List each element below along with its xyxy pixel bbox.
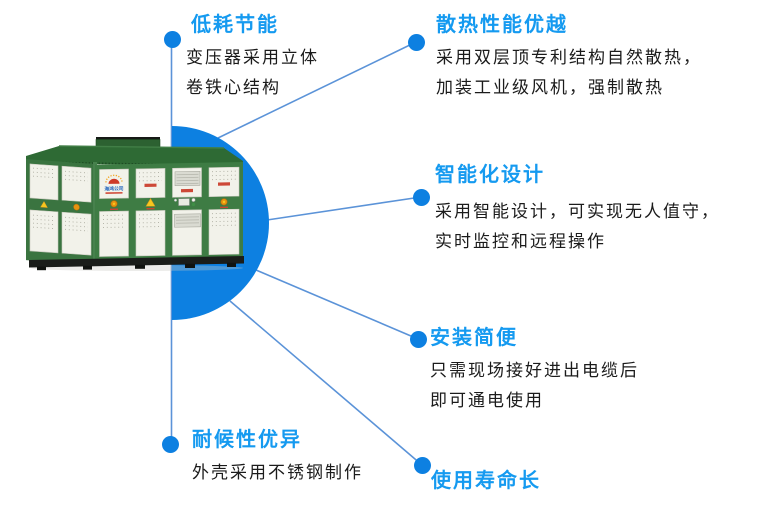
feature-title: 安装简便 <box>430 325 518 349</box>
feature-block-long-life: 使用寿命长 <box>431 468 541 500</box>
brand-logo-text: 海鸿公司 <box>104 185 123 192</box>
feature-line: 采用智能设计，可实现无人值守， <box>435 202 720 222</box>
feature-line: 外壳采用不锈钢制作 <box>192 463 363 483</box>
feature-dot-easy-install <box>409 330 427 348</box>
warning-triangle-icon <box>40 200 48 208</box>
door-control <box>172 167 202 256</box>
feature-block-heat-dissipation: 散热性能优越 采用双层顶专利结构自然散热， 加装工业级风机，强制散热 <box>436 12 702 103</box>
feature-line: 只需现场接好进出电缆后 <box>430 361 639 381</box>
feature-title: 耐候性优异 <box>192 427 302 451</box>
feature-line: 变压器采用立体 <box>186 48 319 68</box>
knob-icon <box>191 202 196 207</box>
feature-title: 散热性能优越 <box>436 12 568 36</box>
feature-dot-intelligent <box>412 188 430 206</box>
feature-dot-long-life <box>413 456 431 474</box>
feature-line: 实时监控和远程操作 <box>435 231 606 252</box>
door-4 <box>208 166 240 255</box>
knob-icon <box>191 197 196 202</box>
warning-triangle-icon <box>145 197 156 207</box>
feature-block-weather-proof: 耐候性优异 外壳采用不锈钢制作 <box>192 427 363 489</box>
name-plate <box>144 183 157 187</box>
connector-line-install <box>255 269 419 340</box>
connector-line-intelligent <box>266 196 422 221</box>
meter-display <box>178 198 190 206</box>
feature-block-low-consumption: 低耗节能 变压器采用立体 卷铁心结构 <box>186 12 319 103</box>
feature-title: 使用寿命长 <box>431 468 541 492</box>
feature-title: 低耗节能 <box>191 12 279 36</box>
feature-block-intelligent: 智能化设计 采用智能设计，可实现无人值守， 实时监控和远程操作 <box>435 162 720 257</box>
emblem-icon <box>73 203 80 211</box>
cabinet-side-face <box>26 159 95 265</box>
feature-dot-heat-dissipation <box>407 33 425 51</box>
feature-block-easy-install: 安装简便 只需现场接好进出电缆后 即可通电使用 <box>430 325 639 416</box>
door-logo: 海鸿公司 <box>99 168 129 257</box>
transformer-illustration: 海鸿公司 <box>25 137 244 271</box>
sun-icon <box>108 178 120 184</box>
feature-line: 采用双层顶专利结构自然散热， <box>436 48 702 68</box>
sun-rays-icon <box>105 174 123 183</box>
base-skid <box>29 256 244 271</box>
feature-dot-weather-proof <box>161 435 179 453</box>
feature-title: 智能化设计 <box>435 162 545 186</box>
feature-dot-low-consumption <box>163 30 181 48</box>
cabinet-front-face: 海鸿公司 <box>95 162 243 261</box>
feature-line: 即可通电使用 <box>430 390 544 411</box>
connector-line-heat <box>217 41 417 139</box>
feature-line: 加装工业级风机，强制散热 <box>436 77 664 98</box>
feature-line: 卷铁心结构 <box>186 77 281 98</box>
name-plate <box>181 188 193 193</box>
door-2 <box>135 168 166 257</box>
name-plate <box>218 182 230 186</box>
connector-line-lifespan <box>229 300 423 466</box>
